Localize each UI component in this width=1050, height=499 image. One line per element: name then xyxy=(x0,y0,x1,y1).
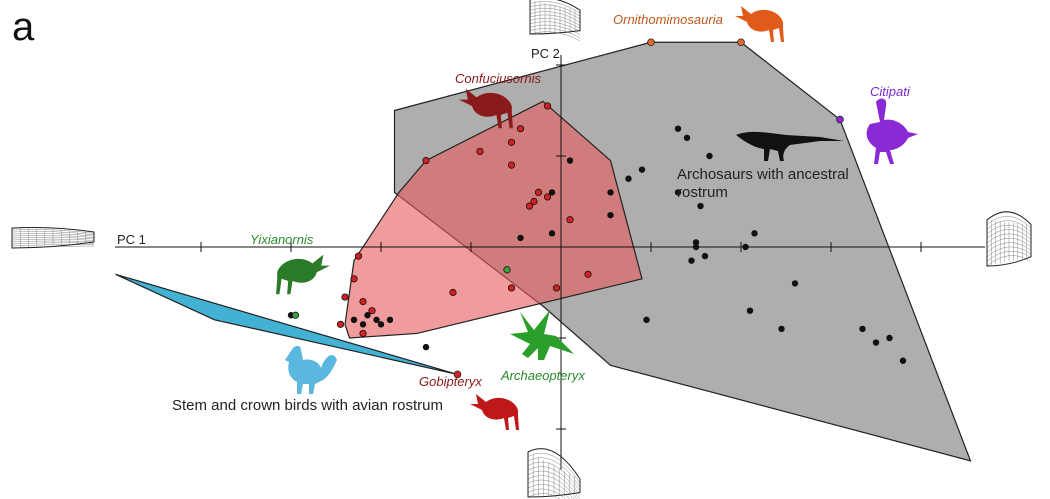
annotation-yixianornis: Yixianornis xyxy=(250,232,314,247)
data-point xyxy=(625,175,632,182)
data-point xyxy=(507,284,516,292)
vertex-point-ornithomimosauria xyxy=(737,38,745,47)
data-point xyxy=(607,211,614,219)
data-point xyxy=(336,320,345,328)
hull-stem-and-crown-birds-with-avian-rostrum xyxy=(115,273,458,375)
convex-hulls xyxy=(115,41,972,462)
data-point xyxy=(886,334,893,342)
data-point xyxy=(548,230,556,237)
data-point xyxy=(872,339,880,346)
data-point xyxy=(791,280,799,287)
data-point xyxy=(341,293,349,301)
data-point xyxy=(751,230,758,237)
data-point xyxy=(530,197,538,206)
data-point xyxy=(742,243,749,251)
data-point xyxy=(503,266,511,274)
data-point xyxy=(688,257,695,264)
data-point xyxy=(543,193,552,201)
grid-pc2-negative xyxy=(527,448,581,499)
data-point xyxy=(706,152,713,160)
grid-pc1-positive xyxy=(986,211,1032,267)
data-point xyxy=(778,325,785,333)
data-point xyxy=(516,125,525,133)
yixianornis-icon xyxy=(276,254,330,295)
data-point xyxy=(899,357,907,364)
vertex-point-ornithomimosauria xyxy=(647,38,655,47)
archaeopteryx-silhouette-icon xyxy=(510,310,574,360)
data-point xyxy=(701,252,709,260)
citipati-silhouette-icon xyxy=(866,98,918,164)
data-point xyxy=(543,102,552,110)
data-point xyxy=(638,166,646,173)
grid-pc1-negative xyxy=(11,227,95,249)
data-point xyxy=(607,189,614,196)
data-point xyxy=(359,329,367,338)
data-point xyxy=(476,147,484,156)
taxon-silhouettes xyxy=(276,6,918,430)
data-point xyxy=(364,312,371,319)
data-point xyxy=(525,202,534,210)
confuciusornis-icon xyxy=(459,88,513,129)
data-point xyxy=(507,161,516,169)
data-point xyxy=(692,243,700,251)
data-point xyxy=(350,275,358,283)
data-point xyxy=(566,157,574,164)
gobipteryx-icon xyxy=(470,394,519,430)
y-axis-label: PC 2 xyxy=(531,46,560,61)
data-point xyxy=(697,202,704,210)
data-point xyxy=(548,189,556,196)
data-point xyxy=(373,316,380,323)
chicken-silhouette-icon xyxy=(285,345,337,394)
annotation-gobipteryx: Gobipteryx xyxy=(419,374,482,389)
data-point xyxy=(584,270,592,278)
data-point xyxy=(674,189,682,196)
data-point xyxy=(354,252,363,260)
data-point xyxy=(683,134,691,141)
data-point xyxy=(643,316,650,323)
x-axis-label: PC 1 xyxy=(117,232,146,247)
data-point xyxy=(350,316,358,323)
grid-pc2-positive xyxy=(529,0,581,42)
data-point xyxy=(674,125,682,132)
annotation-ornithomimosauria: Ornithomimosauria xyxy=(613,12,723,27)
data-point xyxy=(859,325,866,333)
panel-label: a xyxy=(12,5,35,49)
data-point xyxy=(386,316,394,323)
data-point xyxy=(291,311,300,319)
data-point xyxy=(359,321,367,328)
data-point xyxy=(359,297,367,306)
data-point xyxy=(449,288,457,297)
data-point xyxy=(368,307,376,315)
vertex-point-citipati xyxy=(836,115,844,124)
annotation-archaeopteryx: Archaeopteryx xyxy=(500,368,585,383)
annotation-citipati: Citipati xyxy=(870,84,911,99)
data-point xyxy=(534,188,543,196)
data-point xyxy=(422,156,430,165)
data-point xyxy=(377,321,385,328)
ornithomimosaur-icon xyxy=(735,6,784,42)
data-point xyxy=(692,239,700,246)
annotation-stem-and-crown-birds-with-avian-rostrum: Stem and crown birds with avian rostrum xyxy=(172,397,443,414)
data-point xyxy=(507,138,516,146)
data-point xyxy=(746,307,754,314)
data-point xyxy=(422,343,430,351)
archosaur-silhouette-icon xyxy=(736,131,844,161)
data-point xyxy=(552,284,561,292)
data-points xyxy=(287,38,907,379)
axes: PC 1 PC 2 xyxy=(115,46,985,470)
deformation-grids xyxy=(11,0,1032,499)
annotation-confuciusornis: Confuciusornis xyxy=(455,71,541,86)
data-point xyxy=(566,216,574,224)
vertex-point-gobipteryx xyxy=(453,370,462,379)
annotations: OrnithomimosauriaConfuciusornisCitipatiY… xyxy=(172,12,911,414)
data-point xyxy=(517,234,524,242)
